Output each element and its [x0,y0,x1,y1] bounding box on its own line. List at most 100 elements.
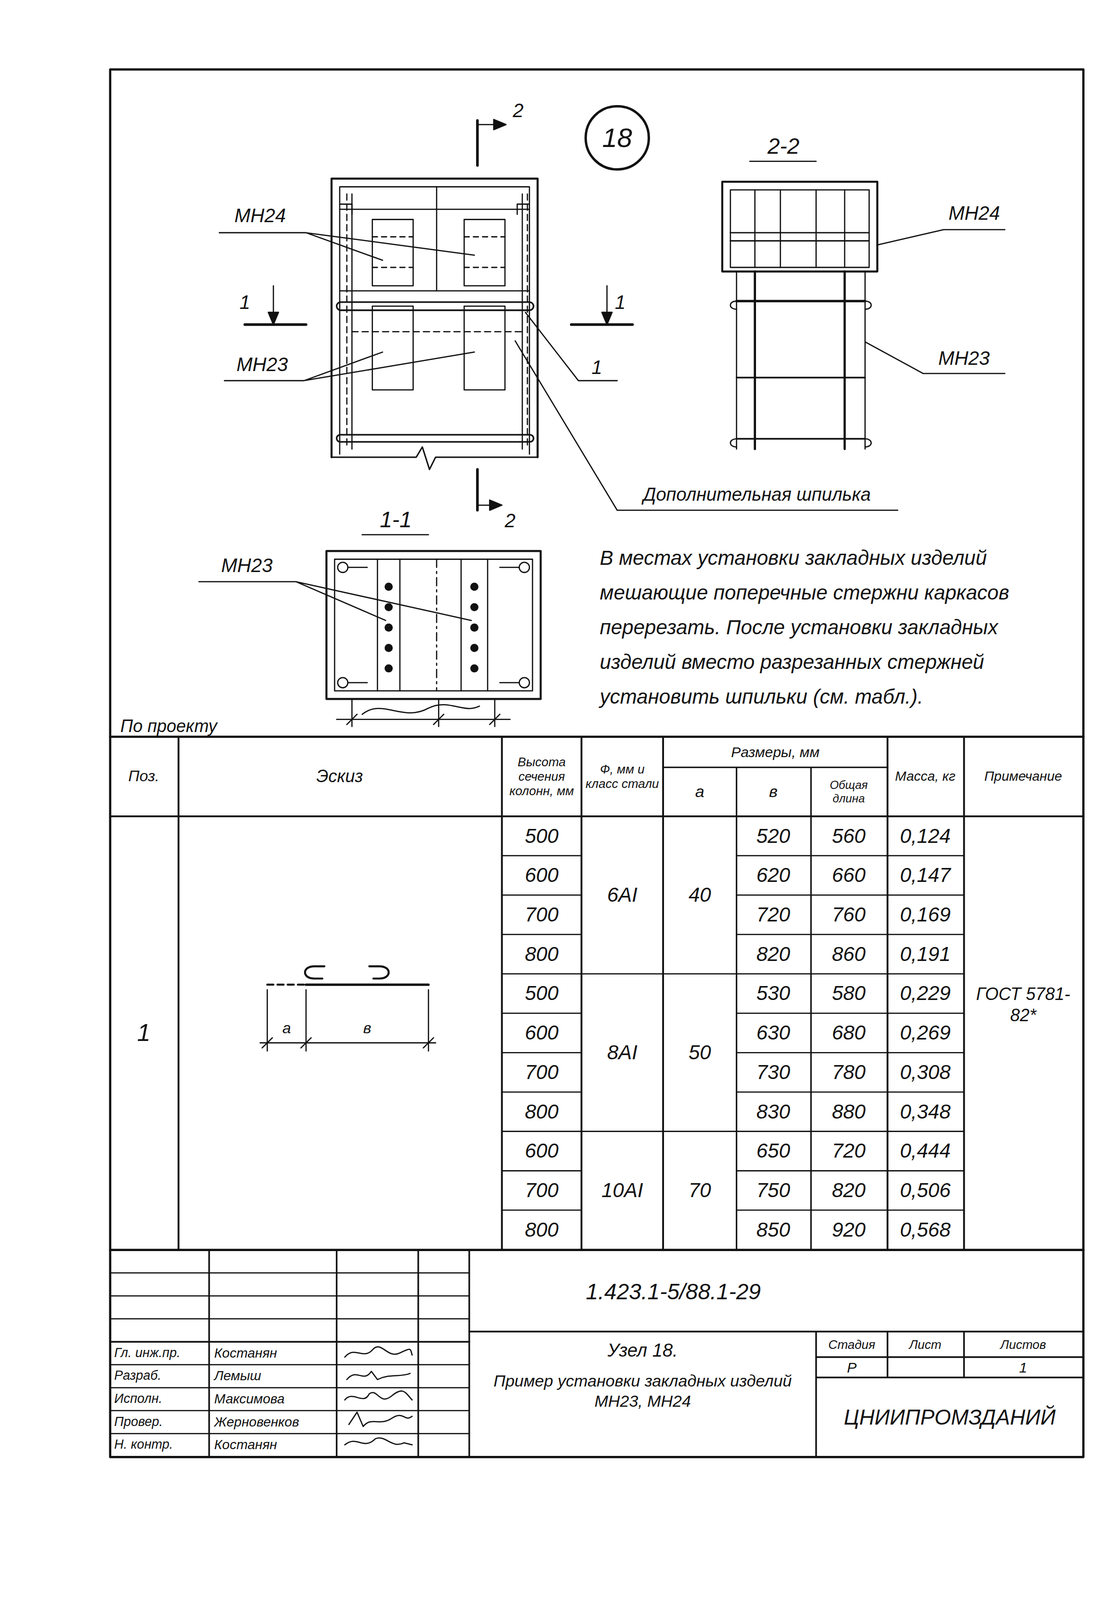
table-header: Примечание [984,769,1062,784]
callout-label: МН23 [221,554,273,576]
callout-label: МН24 [234,204,287,226]
table-cell: 0,191 [900,942,951,966]
note: В местах установки закладных изделий меш… [599,540,1070,715]
title-block-text: Листов [1000,1337,1047,1352]
table-cell: 0,147 [900,863,951,887]
callout-number: 18 [602,121,633,154]
table-cell: 700 [524,1061,559,1084]
sheet-title: Пример установки закладных изделий МН23,… [479,1370,806,1411]
title-block-text: 1 [1019,1358,1028,1375]
signatory-name: Костанян [214,1437,278,1453]
section-mark: 1 [614,291,626,313]
dimension-label: По проекту [120,716,218,737]
table-cell: 720 [831,1139,866,1162]
signatory-name: Максимова [214,1391,285,1407]
table-cell: 700 [524,903,559,926]
table-cell: 730 [756,1061,791,1084]
callout-label: Дополнительная шпилька [643,484,872,505]
table-cell: 660 [831,863,866,887]
table-cell: 800 [524,1100,559,1123]
table-cell: 500 [524,824,559,847]
section-mark: 1 [239,291,251,313]
table-cell: 0,568 [900,1218,951,1241]
table-cell: 820 [831,1179,866,1202]
section-mark: 2 [512,99,524,121]
title-block-text: Исполн. [114,1391,163,1407]
table-cell: 600 [524,863,559,887]
table-cell: 0,506 [900,1179,951,1202]
table-cell: 880 [831,1100,866,1123]
table-cell: 6AI [607,883,638,906]
section-mark: 2 [504,509,516,531]
table-cell: 600 [524,1021,559,1044]
title-block-text: Гл. инж.пр. [114,1345,181,1361]
table-cell: 530 [756,982,791,1005]
table-header: а [695,782,705,801]
table-cell: 0,169 [900,903,951,926]
table-header: Эскиз [316,766,364,786]
callout-label: МН24 [948,202,1000,224]
table-cell: 70 [688,1179,712,1202]
callout-circle: 18 [584,105,650,171]
title-block-text: Провер. [114,1414,163,1430]
title-block-text: Лист [909,1337,942,1352]
title-block-text: Разраб. [114,1368,162,1384]
table-cell: 50 [688,1041,712,1064]
table-header: Ф, мм и класс стали [583,761,662,791]
organization-name: ЦНИИПРОМЗДАНИЙ [843,1405,1056,1429]
title-block-text: Стадия [828,1337,876,1352]
sheet-title: Узел 18. [607,1340,678,1361]
table-cell: 600 [524,1139,559,1162]
table-cell: 820 [756,942,791,966]
table-cell: 0,308 [900,1061,951,1084]
table-cell: 8AI [607,1041,638,1064]
table-cell: 1 [137,1019,151,1046]
table-cell: 800 [524,1218,559,1241]
title-block-text: Н. контр. [114,1437,173,1453]
table-cell: 780 [831,1061,866,1084]
section-title: 1-1 [379,506,412,532]
table-header: Поз. [128,768,160,785]
table-cell: 860 [831,942,866,966]
table-cell: 500 [524,982,559,1005]
title-block-text: Р [847,1358,857,1375]
callout-number: 1 [591,356,602,378]
table-header: Размеры, мм [730,743,820,760]
table-cell: 630 [756,1021,791,1044]
table-cell: 40 [688,883,712,906]
signatory-name: Жерновенков [214,1414,300,1430]
signatory-name: Костанян [214,1345,278,1361]
dimension-label: а [282,1019,292,1037]
callout-label: МН23 [938,347,990,369]
table-cell: 620 [756,863,791,887]
signatory-name: Лемыш [214,1368,262,1384]
table-cell: 760 [831,903,866,926]
table-header: Высота сечения колонн, мм [503,754,581,798]
table-cell: 830 [756,1100,791,1123]
table-header: в [769,782,778,801]
table-cell: 560 [831,824,866,847]
dimension-label: в [363,1019,372,1037]
table-cell: 0,124 [900,824,951,847]
table-cell: 850 [756,1218,791,1241]
document-code: 1.423.1-5/88.1-29 [585,1279,761,1304]
table-cell: 0,229 [900,982,951,1005]
table-cell: 700 [524,1179,559,1202]
table-cell: 680 [831,1021,866,1044]
table-cell: 520 [756,824,791,847]
table-cell: ГОСТ 5781-82* [972,983,1075,1026]
table-cell: 0,348 [900,1100,951,1123]
table-cell: 720 [756,903,791,926]
table-cell: 800 [524,942,559,966]
table-cell: 10AI [601,1179,643,1202]
table-cell: 650 [756,1139,791,1162]
section-title: 2-2 [767,133,800,159]
table-cell: 0,444 [900,1139,951,1162]
table-header: Масса, кг [889,768,961,784]
table-cell: 580 [831,982,866,1005]
table-cell: 750 [756,1179,791,1202]
table-header: Общая длина [812,778,885,806]
